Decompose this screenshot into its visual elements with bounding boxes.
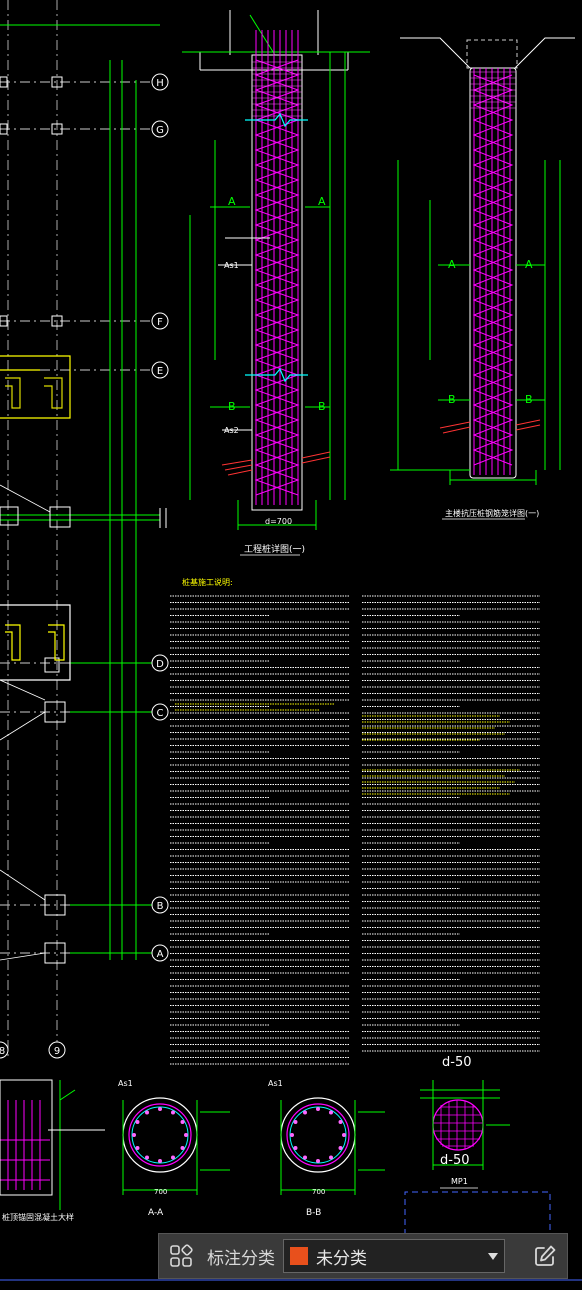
rebar-dot	[171, 1110, 175, 1115]
axis-bubble-labels: H G F E D C B A 8 9	[0, 78, 164, 1057]
axis-grid	[0, 0, 150, 1060]
category-color-swatch	[290, 1247, 308, 1265]
rebar-dot	[293, 1146, 298, 1150]
rebar-dot	[132, 1133, 136, 1137]
axis-label-g: G	[156, 125, 164, 136]
edit-icon	[535, 1245, 556, 1266]
axis-label-9: 9	[54, 1046, 60, 1057]
bottom-frame	[0, 1191, 582, 1281]
pile-caps	[0, 355, 71, 681]
axis-label-e: E	[157, 366, 163, 377]
axis-label-a: A	[157, 949, 164, 960]
annotation-toolbar: 标注分类 未分类	[158, 1233, 568, 1279]
rebar-dot	[342, 1133, 346, 1137]
section-mark-b-right: B	[318, 400, 326, 413]
diagonal-lines	[0, 484, 51, 961]
rebar-dot	[338, 1146, 343, 1150]
rebar-dot	[135, 1120, 140, 1124]
section-a-a: As1 700 A-A	[118, 1079, 230, 1218]
left-bottom-title: 桩顶锚固混凝土大样	[2, 1212, 74, 1222]
section-a-dim: 700	[154, 1188, 167, 1196]
as2-label-1: As2	[224, 426, 239, 435]
apps-grid-icon	[170, 1244, 193, 1267]
construction-notes: 桩基施工说明:	[170, 577, 540, 1065]
annotation-category-label: 标注分类	[207, 1248, 275, 1269]
section-mark-b-right-2: B	[525, 393, 533, 406]
left-bottom-detail: 桩顶锚固混凝土大样	[0, 1079, 105, 1222]
rebar-dot	[338, 1120, 343, 1124]
pile-detail-1: A A B B As1 As2 d=700 工程桩详图(一)	[182, 10, 370, 556]
rebar-dot	[303, 1110, 307, 1115]
section-b-b: As1 700 B-B	[268, 1079, 385, 1218]
section-mark-a-left-2: A	[448, 258, 456, 271]
pile-detail-2: A A B B 主楼抗压桩钢筋笼详图(一)	[390, 37, 575, 520]
rebar-dot	[158, 1107, 162, 1111]
section-mark-b-left-2: B	[448, 393, 456, 406]
mp1-detail: d-50 d-50 MP1	[420, 1055, 510, 1189]
category-select-value: 未分类	[316, 1248, 367, 1269]
section-mark-b-left: B	[228, 400, 236, 413]
mp1-dim-bottom: d-50	[440, 1153, 470, 1168]
axis-bubbles	[0, 73, 169, 1059]
rebar-dot	[135, 1146, 140, 1150]
section-mark-a-right-2: A	[525, 258, 533, 271]
rebar-dot	[316, 1107, 320, 1111]
section-b-title: B-B	[306, 1208, 321, 1218]
section-a-as1: As1	[118, 1079, 133, 1088]
rebar-dot	[184, 1133, 188, 1137]
axis-label-c: C	[157, 708, 164, 719]
edit-button[interactable]	[523, 1234, 567, 1278]
rebar-dot	[158, 1159, 162, 1163]
mp1-title: MP1	[451, 1177, 468, 1186]
axis-label-8: 8	[0, 1046, 5, 1057]
apps-grid-button[interactable]	[159, 1234, 203, 1278]
rebar-dot	[145, 1110, 149, 1115]
chevron-down-icon	[488, 1252, 498, 1260]
category-select[interactable]: 未分类	[283, 1239, 505, 1273]
rebar-dot	[180, 1146, 185, 1150]
section-b-as1: As1	[268, 1079, 283, 1088]
rebar-dot	[329, 1110, 333, 1115]
rebar-dot	[180, 1120, 185, 1124]
section-b-dim: 700	[312, 1188, 325, 1196]
mp1-dim-top: d-50	[442, 1055, 472, 1070]
rebar-dot	[171, 1155, 175, 1160]
axis-label-d: D	[156, 659, 164, 670]
as1-label-1: As1	[224, 261, 239, 270]
rebar-dot	[303, 1155, 307, 1160]
rebar-dot	[290, 1133, 294, 1137]
pile-detail-2-title: 主楼抗压桩钢筋笼详图(一)	[445, 508, 539, 518]
rebar-dot	[316, 1159, 320, 1163]
notes-heading: 桩基施工说明:	[182, 577, 233, 587]
axis-label-h: H	[156, 78, 164, 89]
rebar-dot	[145, 1155, 149, 1160]
section-mark-a-right: A	[318, 195, 326, 208]
axis-label-f: F	[157, 317, 163, 328]
pile-diameter-label: d=700	[265, 517, 292, 526]
rebar-dot	[293, 1120, 298, 1124]
section-mark-a-left: A	[228, 195, 236, 208]
axis-label-b: B	[157, 901, 164, 912]
pile-detail-1-title: 工程桩详图(一)	[244, 543, 305, 555]
section-a-title: A-A	[148, 1208, 164, 1218]
rebar-dot	[329, 1155, 333, 1160]
dimension-lines-left	[0, 24, 167, 960]
